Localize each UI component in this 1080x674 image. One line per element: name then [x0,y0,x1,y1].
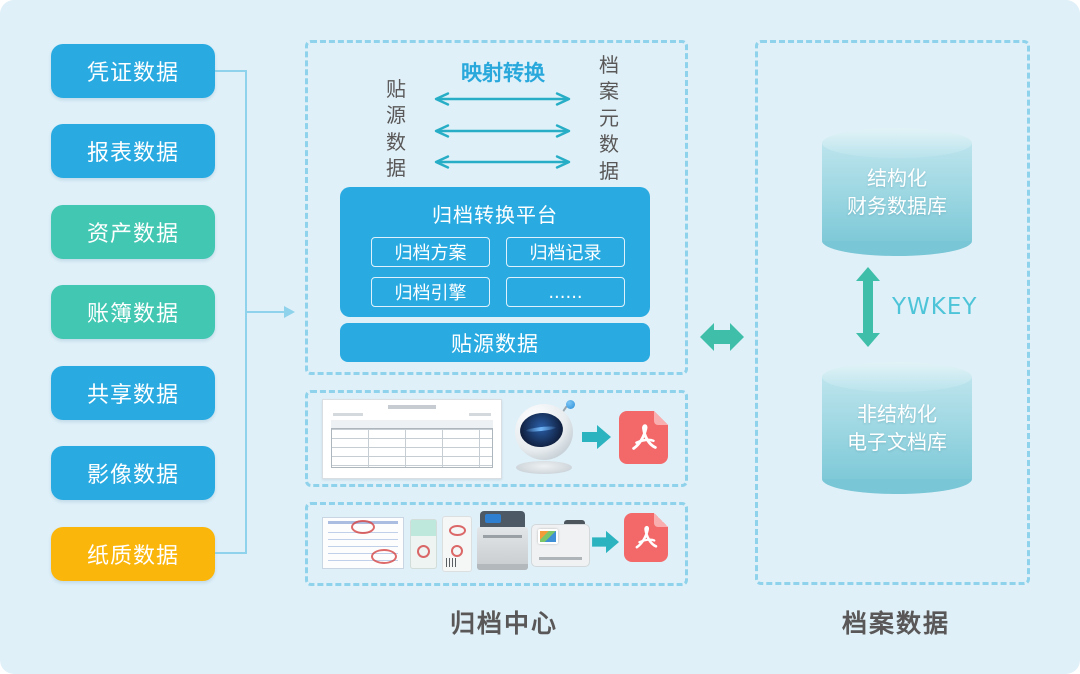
source-pasted-data-vertical-label: 贴源数据 [386,77,406,181]
voucher-table-document [322,399,502,479]
double-arrow-horizontal [700,323,744,351]
mapping-double-arrow-icon [434,155,571,169]
arrow-right-icon [582,425,611,449]
archive-center-section-label: 归档中心 [449,609,558,638]
structured-db-label: 结构化 财务数据库 [847,166,947,218]
source-item-label: 共享数据 [86,383,179,408]
source-item-voucher-data: 凭证数据 [51,44,215,98]
unstructured-document-database-cylinder: 非结构化 电子文档库 [822,362,972,494]
archive-metadata-vertical-label: 档案元数据 [599,53,619,183]
source-item-asset-data: 资产数据 [51,205,215,259]
archive-conversion-platform: 归档转换平台 归档方案 归档记录 归档引擎 ...... [340,187,650,317]
source-item-image-data: 影像数据 [51,446,215,500]
mapping-double-arrow-icon [434,92,571,106]
source-item-label: 凭证数据 [86,61,179,86]
source-item-paper-data: 纸质数据 [51,527,215,581]
sealed-evidence-packets [410,516,472,572]
unstructured-db-label: 非结构化 电子文档库 [847,402,947,454]
platform-title: 归档转换平台 [432,203,558,227]
archive-data-section-label: 档案数据 [841,609,950,638]
connector-arrow-line [245,311,285,313]
source-item-label: 资产数据 [86,222,179,247]
source-pasted-data-bar: 贴源数据 [340,323,650,362]
robot-icon [512,400,576,474]
source-item-label: 影像数据 [86,463,179,488]
archive-center-main-box [305,40,688,375]
connector-top-segment [215,70,247,72]
mapping-conversion-title: 映射转换 [461,61,545,85]
source-item-report-data: 报表数据 [51,124,215,178]
module-archive-record: 归档记录 [506,237,625,267]
archive-data-box [755,40,1030,585]
scanner-device [531,520,590,567]
electronic-archive-row-box [305,390,688,487]
pdf-file-icon [619,411,668,464]
connector-bottom-segment [215,552,247,554]
source-item-label: 账簿数据 [86,302,179,327]
pdf-file-icon [624,513,668,562]
module-archive-plan: 归档方案 [371,237,490,267]
connector-arrow-head-icon [284,306,295,318]
double-arrow-vertical [856,267,880,347]
module-ellipsis: ...... [506,277,625,307]
stamped-invoice [322,517,404,569]
structured-finance-database-cylinder: 结构化 财务数据库 [822,128,972,256]
ywkey-link-label: YWKEY [892,294,978,320]
arrow-right-icon [592,530,619,554]
source-item-label: 报表数据 [86,141,179,166]
source-item-shared-data: 共享数据 [51,366,215,420]
source-item-label: 纸质数据 [86,544,179,569]
mapping-double-arrow-icon [434,124,571,138]
module-archive-engine: 归档引擎 [371,277,490,307]
printer-device [477,511,528,570]
paper-archive-row-box [305,502,688,586]
source-item-ledger-data: 账簿数据 [51,285,215,339]
